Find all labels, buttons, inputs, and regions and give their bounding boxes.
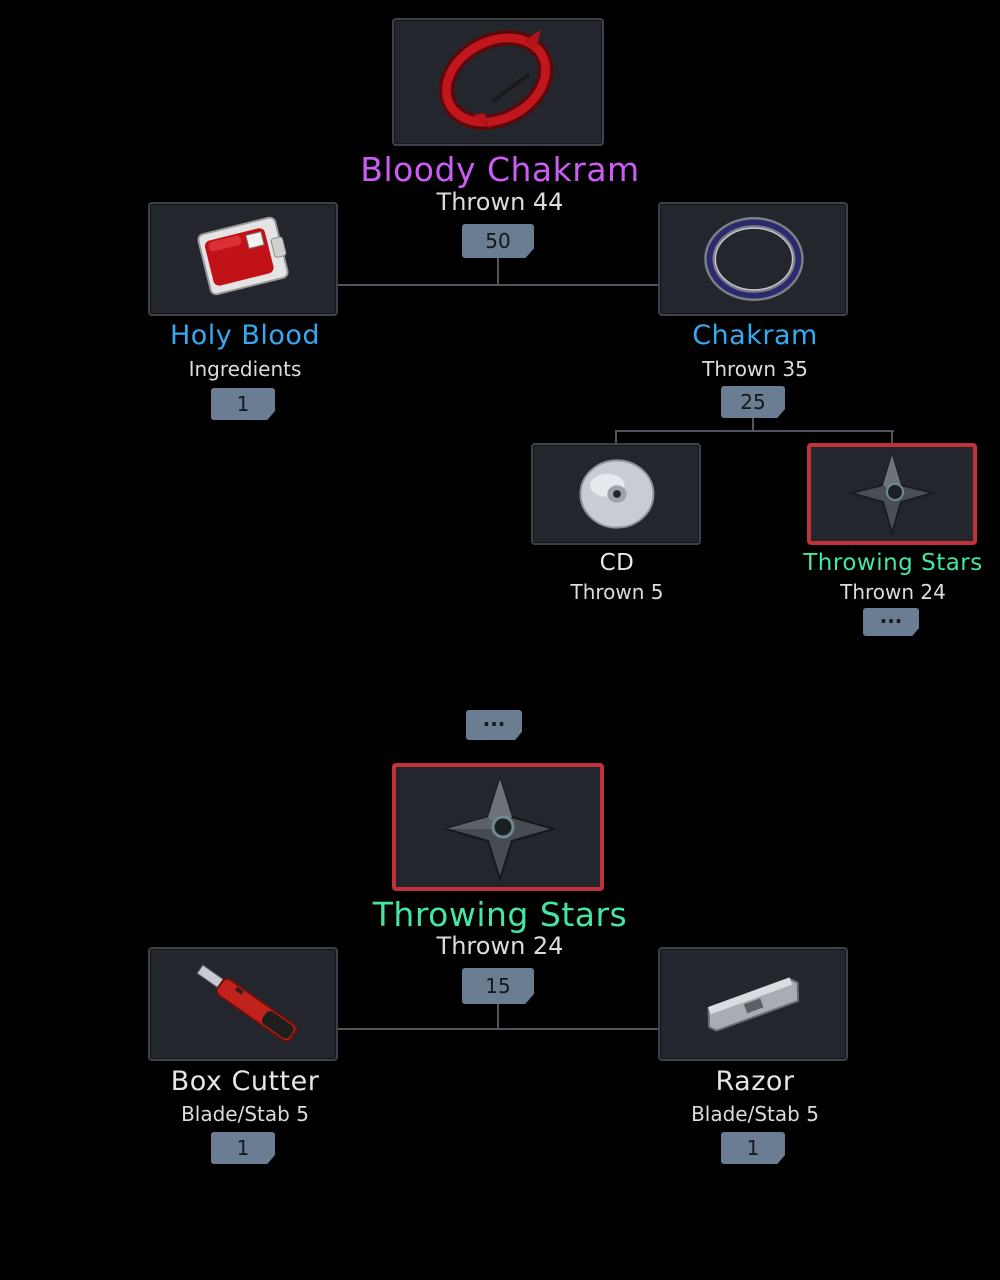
bloody-chakram-icon bbox=[438, 29, 554, 130]
connector-line bbox=[891, 430, 893, 444]
holy-blood-category: Ingredients bbox=[188, 357, 302, 381]
throwing-star-icon bbox=[442, 775, 558, 883]
throwing-star-icon bbox=[847, 451, 937, 537]
razor-stat: Blade/Stab 5 bbox=[691, 1102, 819, 1126]
connector-line bbox=[338, 1028, 660, 1030]
holy-blood-icon bbox=[197, 216, 289, 296]
chakram-icon bbox=[704, 217, 804, 301]
chakram-name: Chakram bbox=[692, 320, 818, 351]
connector-line bbox=[616, 430, 894, 432]
razor-slot[interactable] bbox=[658, 947, 848, 1061]
connector-line bbox=[497, 258, 499, 286]
razor-count-badge: 1 bbox=[721, 1132, 785, 1164]
holy-blood-count-badge: 1 bbox=[211, 388, 275, 420]
bloody-chakram-count-badge: 50 bbox=[462, 224, 534, 258]
more-button[interactable]: ··· bbox=[466, 710, 522, 740]
box-cutter-slot[interactable] bbox=[148, 947, 338, 1061]
throwing-stars-count-badge: 15 bbox=[462, 968, 534, 1004]
connector-line bbox=[615, 430, 617, 444]
throwing-stars-root-slot[interactable] bbox=[392, 763, 604, 891]
connector-line bbox=[338, 284, 660, 286]
throwing-stars-more-button[interactable]: ··· bbox=[863, 608, 919, 636]
cd-icon bbox=[579, 459, 655, 529]
throwing-stars-slot-selected[interactable] bbox=[807, 443, 977, 545]
razor-blade-icon bbox=[707, 977, 800, 1032]
box-cutter-count-badge: 1 bbox=[211, 1132, 275, 1164]
throwing-stars-root-name: Throwing Stars bbox=[372, 895, 628, 934]
bloody-chakram-name: Bloody Chakram bbox=[360, 150, 640, 189]
connector-line bbox=[752, 418, 754, 432]
throwing-stars-root-stat: Thrown 24 bbox=[436, 932, 564, 960]
razor-name: Razor bbox=[715, 1066, 795, 1097]
bloody-chakram-slot[interactable] bbox=[392, 18, 604, 146]
cd-name: CD bbox=[599, 550, 635, 576]
bloody-chakram-stat: Thrown 44 bbox=[436, 188, 564, 216]
box-cutter-icon bbox=[196, 964, 298, 1042]
chakram-stat: Thrown 35 bbox=[702, 357, 808, 381]
chakram-count-badge: 25 bbox=[721, 386, 785, 418]
throwing-stars-name: Throwing Stars bbox=[803, 550, 983, 576]
cd-slot[interactable] bbox=[531, 443, 701, 545]
chakram-slot[interactable] bbox=[658, 202, 848, 316]
cd-stat: Thrown 5 bbox=[570, 580, 664, 604]
holy-blood-slot[interactable] bbox=[148, 202, 338, 316]
connector-line bbox=[497, 1004, 499, 1030]
box-cutter-name: Box Cutter bbox=[170, 1066, 320, 1097]
holy-blood-name: Holy Blood bbox=[169, 320, 321, 351]
box-cutter-stat: Blade/Stab 5 bbox=[181, 1102, 309, 1126]
throwing-stars-stat: Thrown 24 bbox=[840, 580, 946, 604]
